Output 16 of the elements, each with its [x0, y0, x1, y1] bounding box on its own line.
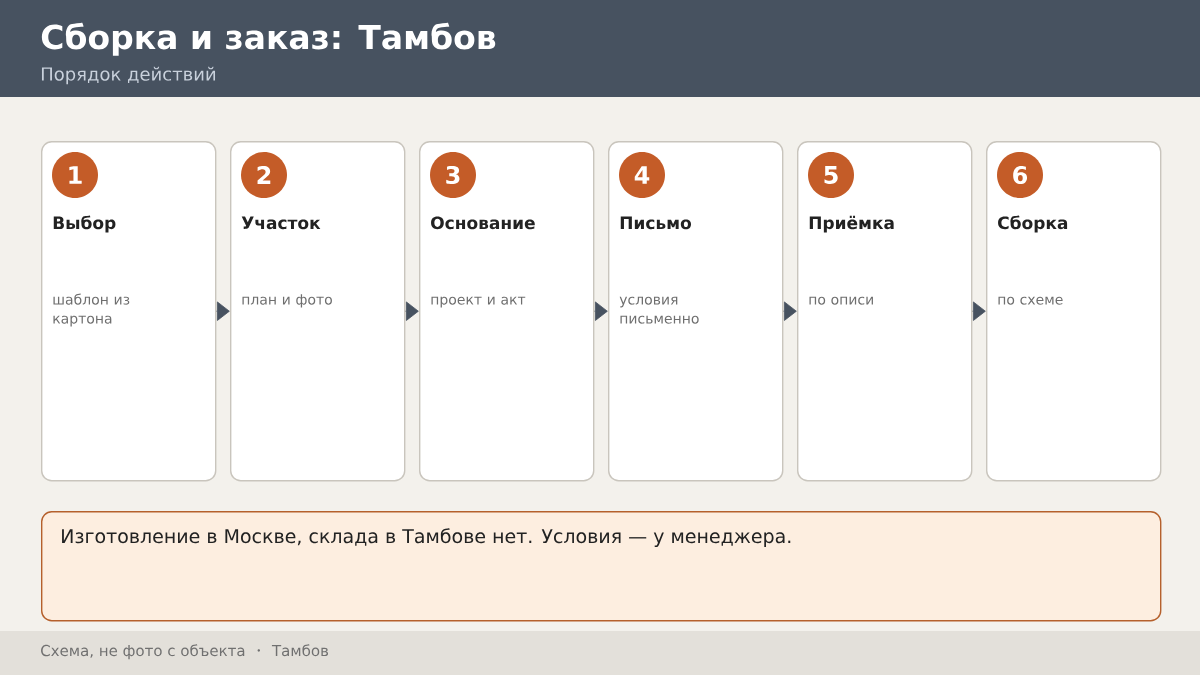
number-badge: 2: [241, 152, 287, 198]
arrow: [783, 301, 797, 321]
number-badge: 3: [430, 152, 476, 198]
subtitle: Порядок действий: [41, 66, 215, 85]
arrow: [972, 301, 986, 321]
number-badge: 1: [52, 152, 98, 198]
arrow: [405, 301, 419, 321]
number-badge: 4: [619, 152, 665, 198]
arrow: [216, 301, 230, 321]
note-box: Изготовление в Москве, склада в Тамбове нет. Условия — у менеджера.: [41, 511, 1162, 622]
footer-note: Тамбов: [271, 644, 329, 657]
footer-note: Схема, не фото с объекта: [41, 644, 245, 660]
number-badge: 5: [808, 152, 854, 198]
title: Сборка и заказ: Тамбов: [41, 22, 496, 56]
arrow: [594, 301, 608, 321]
number-badge: 6: [997, 152, 1043, 198]
